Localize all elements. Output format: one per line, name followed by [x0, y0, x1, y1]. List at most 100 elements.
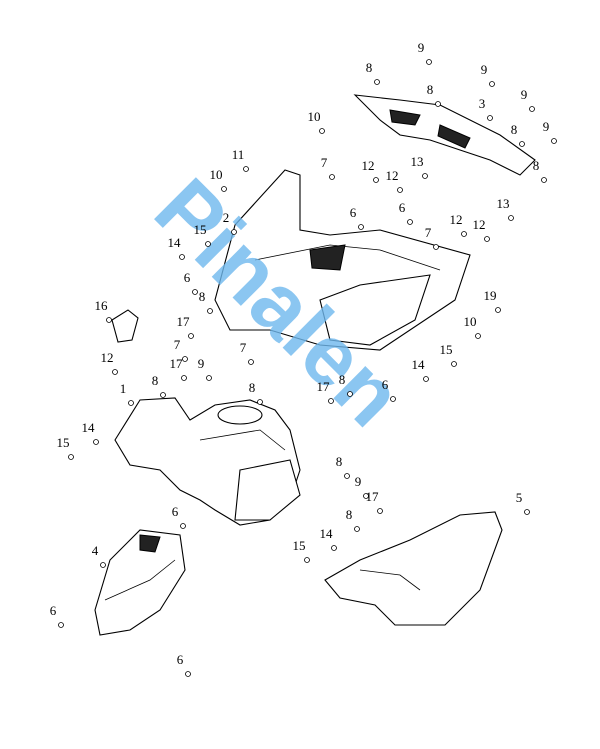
fastener-icon: [484, 236, 490, 242]
fastener-icon: [435, 101, 441, 107]
callout-12: 12: [386, 168, 399, 183]
callout-6: 6: [184, 270, 191, 285]
callout-13: 13: [497, 196, 510, 211]
callout-8: 8: [511, 122, 518, 137]
fastener-icon: [58, 622, 64, 628]
callout-14: 14: [82, 420, 96, 435]
fastener-icon: [231, 229, 237, 235]
callout-9: 9: [355, 474, 362, 489]
fastener-icon: [304, 557, 310, 563]
callout-13: 13: [411, 154, 424, 169]
callout-17: 17: [170, 356, 184, 371]
callout-17: 17: [177, 314, 191, 329]
fastener-icon: [541, 177, 547, 183]
fastener-icon: [377, 508, 383, 514]
callout-14: 14: [320, 526, 334, 541]
fastener-icon: [407, 219, 413, 225]
fastener-icon: [423, 376, 429, 382]
callout-5: 5: [516, 490, 523, 505]
fastener-icon: [182, 356, 188, 362]
callout-6: 6: [172, 504, 179, 519]
callout-10: 10: [464, 314, 477, 329]
callout-4: 4: [92, 543, 99, 558]
fastener-icon: [397, 187, 403, 193]
callout-14: 14: [412, 357, 426, 372]
fastener-icon: [100, 562, 106, 568]
fastener-icon: [112, 369, 118, 375]
part-2-rear-fender: [214, 169, 471, 351]
callout-9: 9: [543, 119, 550, 134]
part-3-rear-bracket: [353, 94, 536, 176]
fastener-icon: [221, 186, 227, 192]
fastener-icon: [524, 509, 530, 515]
callout-10: 10: [308, 109, 321, 124]
fastener-icon: [243, 166, 249, 172]
fastener-icon: [319, 128, 325, 134]
fastener-icon: [68, 454, 74, 460]
callout-10: 10: [210, 167, 223, 182]
fastener-icon: [495, 307, 501, 313]
fastener-icon: [461, 231, 467, 237]
callout-15: 15: [194, 222, 207, 237]
callout-8: 8: [249, 380, 256, 395]
callout-8: 8: [366, 60, 373, 75]
fastener-icon: [519, 141, 525, 147]
fastener-icon: [93, 439, 99, 445]
fastener-icon: [358, 224, 364, 230]
callout-8: 8: [533, 158, 540, 173]
callout-12: 12: [362, 158, 375, 173]
fastener-icon: [433, 244, 439, 250]
callout-2: 2: [223, 210, 230, 225]
fastener-icon: [363, 493, 369, 499]
fastener-icon: [422, 173, 428, 179]
fastener-icon: [207, 308, 213, 314]
callout-14: 14: [168, 235, 182, 250]
callout-7: 7: [425, 225, 432, 240]
fastener-icon: [180, 523, 186, 529]
fastener-icon: [390, 396, 396, 402]
callout-9: 9: [418, 40, 425, 55]
fastener-icon: [206, 375, 212, 381]
callout-16: 16: [95, 298, 109, 313]
fastener-icon: [426, 59, 432, 65]
fastener-icon: [257, 399, 263, 405]
fastener-icon: [354, 526, 360, 532]
fastener-icon: [487, 115, 493, 121]
fastener-icon: [128, 400, 134, 406]
fastener-icon: [328, 398, 334, 404]
fastener-icon: [529, 106, 535, 112]
callout-8: 8: [199, 289, 206, 304]
fastener-icon: [106, 317, 112, 323]
callout-15: 15: [293, 538, 306, 553]
fastener-icon: [347, 391, 353, 397]
callout-1: 1: [120, 381, 127, 396]
fastener-icon: [185, 671, 191, 677]
callout-17: 17: [317, 379, 331, 394]
part-1-front-fender: [114, 397, 301, 526]
callout-15: 15: [440, 342, 453, 357]
callout-6: 6: [350, 205, 357, 220]
callout-17: 17: [366, 489, 380, 504]
fastener-icon: [451, 361, 457, 367]
callout-9: 9: [521, 87, 528, 102]
callout-3: 3: [479, 96, 486, 111]
fastener-icon: [489, 81, 495, 87]
callout-11: 11: [232, 147, 245, 162]
callout-6: 6: [50, 603, 57, 618]
callout-12: 12: [101, 350, 114, 365]
callout-6: 6: [382, 377, 389, 392]
callout-8: 8: [427, 82, 434, 97]
callout-7: 7: [321, 155, 328, 170]
fastener-icon: [248, 359, 254, 365]
fastener-icon: [192, 289, 198, 295]
callout-8: 8: [346, 507, 353, 522]
part-16-bracket: [111, 309, 139, 343]
fastener-icon: [188, 333, 194, 339]
fastener-icon: [374, 79, 380, 85]
callout-15: 15: [57, 435, 70, 450]
callout-9: 9: [198, 356, 205, 371]
callout-8: 8: [336, 454, 343, 469]
